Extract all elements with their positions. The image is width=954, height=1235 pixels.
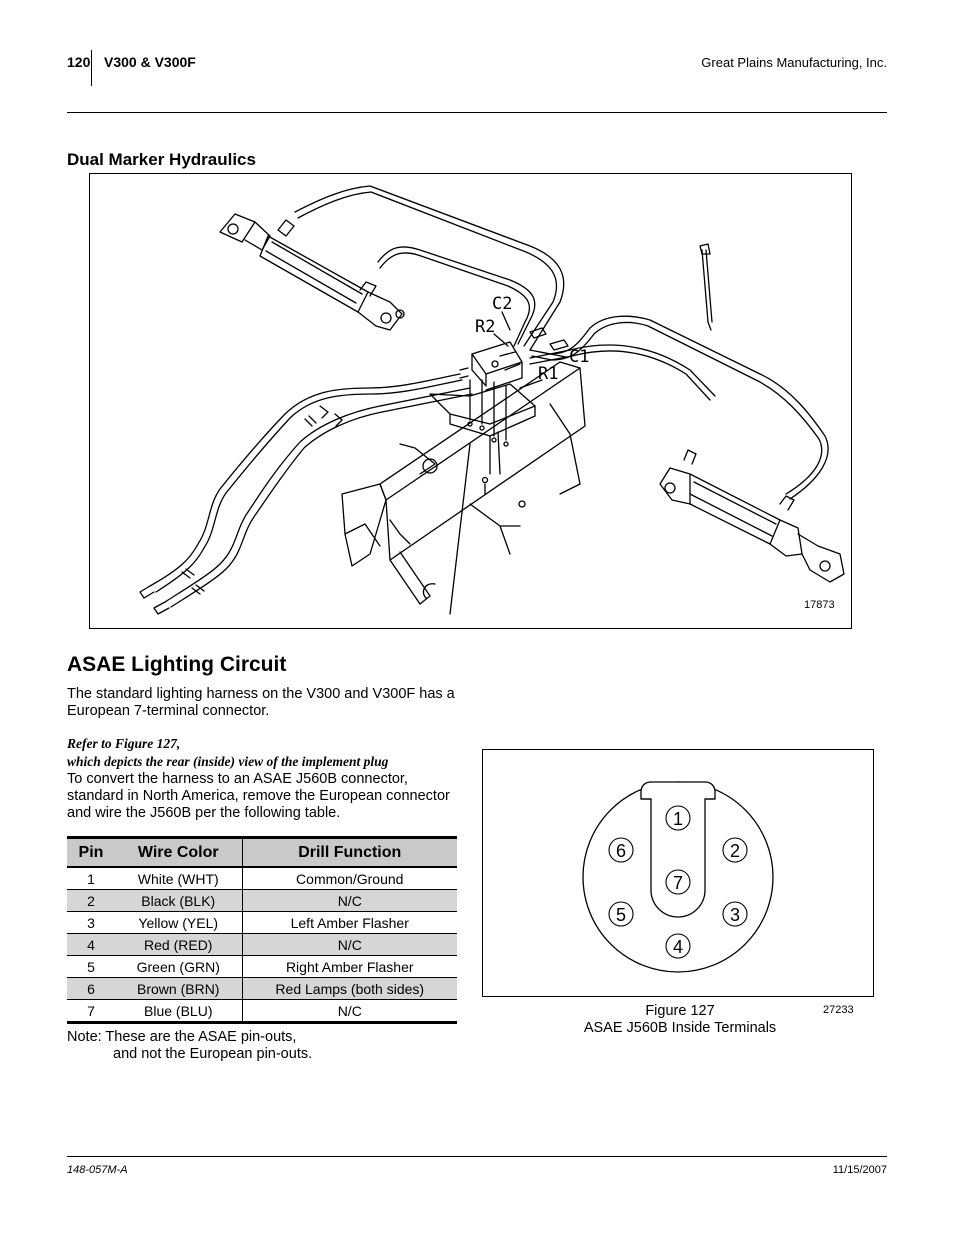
pin-2: 2: [722, 837, 748, 863]
pin-3: 3: [722, 901, 748, 927]
pin-1: 1: [665, 805, 691, 831]
wire-color-cell: Blue (BLU): [115, 999, 243, 1024]
intro-paragraph: The standard lighting harness on the V30…: [67, 686, 455, 719]
pinout-table: Pin Wire Color Drill Function 1 White (W…: [67, 836, 457, 1024]
figure-caption-number: Figure 127: [645, 1003, 715, 1019]
pin-cell: 1: [67, 867, 115, 890]
pin-4-label: 4: [673, 937, 683, 957]
connector-figure: 1 2 3 4 5 6 7: [482, 749, 874, 997]
function-cell: N/C: [242, 933, 457, 956]
pin-cell: 3: [67, 911, 115, 934]
pin-1-label: 1: [673, 809, 683, 829]
function-cell: N/C: [242, 889, 457, 912]
column-header: Pin: [67, 836, 115, 868]
pin-3-label: 3: [730, 905, 740, 925]
convert-paragraph: To convert the harness to an ASAE J560B …: [67, 771, 450, 821]
table-header-row: Pin Wire Color Drill Function: [67, 836, 457, 868]
wire-color-cell: White (WHT): [115, 867, 243, 890]
header-divider: [91, 50, 92, 86]
document-date: 11/15/2007: [832, 1164, 887, 1176]
refer-line-1: Refer to Figure 127,: [67, 736, 181, 751]
figure-caption: Figure 127 ASAE J560B Inside Terminals: [560, 1003, 800, 1037]
table-row: 1 White (WHT) Common/Ground: [67, 867, 457, 890]
figure-id-17873: 17873: [804, 599, 835, 611]
pin-2-label: 2: [730, 841, 740, 861]
column-header: Wire Color: [115, 836, 243, 868]
note-line-2: and not the European pin-outs.: [113, 1046, 313, 1062]
table-row: 2 Black (BLK) N/C: [67, 889, 457, 912]
table-row: 3 Yellow (YEL) Left Amber Flasher: [67, 911, 457, 934]
key-slot: [640, 781, 716, 918]
pin-cell: 6: [67, 977, 115, 1000]
valve-block: [459, 327, 569, 391]
refer-line-2: which depicts the rear (inside) view of …: [67, 754, 389, 769]
pin-7-label: 7: [673, 873, 683, 893]
note-line-1: Note: These are the ASAE pin-outs,: [67, 1029, 297, 1045]
wire-color-cell: Yellow (YEL): [115, 911, 243, 934]
function-cell: Common/Ground: [242, 867, 457, 890]
wire-color-cell: Black (BLK): [115, 889, 243, 912]
model-title: V300 & V300F: [104, 54, 196, 70]
label-leaders: [493, 311, 567, 389]
label-c1: C1: [569, 347, 589, 367]
table-row: 5 Green (GRN) Right Amber Flasher: [67, 955, 457, 978]
wire-color-cell: Brown (BRN): [115, 977, 243, 1000]
table-row: 7 Blue (BLU) N/C: [67, 999, 457, 1024]
right-cylinder: [659, 449, 845, 583]
label-c2: C2: [492, 294, 512, 314]
fasteners: [467, 379, 509, 495]
figure-id-27233: 27233: [823, 1004, 854, 1016]
pin-cell: 4: [67, 933, 115, 956]
frame-tube: [341, 361, 586, 615]
function-cell: Right Amber Flasher: [242, 955, 457, 978]
label-r1: R1: [538, 364, 558, 384]
hydraulics-figure: C2 R2 C1 R1: [89, 173, 852, 629]
function-cell: Left Amber Flasher: [242, 911, 457, 934]
left-cylinder: [219, 213, 405, 331]
wire-color-cell: Green (GRN): [115, 955, 243, 978]
j560b-connector-diagram: 1 2 3 4 5 6 7: [582, 781, 774, 973]
cable-tie: [699, 243, 713, 331]
function-cell: N/C: [242, 999, 457, 1024]
page-number: 120: [67, 54, 91, 70]
hydraulics-diagram: C2 R2 C1 R1: [139, 185, 845, 615]
pin-5: 5: [608, 901, 634, 927]
asae-heading: ASAE Lighting Circuit: [67, 653, 287, 676]
pinout-note: Note: These are the ASAE pin-outs, and n…: [67, 1029, 312, 1063]
hoses-upper: [294, 185, 829, 500]
document-number: 148-057M-A: [67, 1164, 128, 1176]
pin-7: 7: [665, 869, 691, 895]
pin-cell: 7: [67, 999, 115, 1024]
hoses-left: [139, 373, 473, 615]
dual-marker-heading: Dual Marker Hydraulics: [67, 150, 256, 169]
pin-cell: 2: [67, 889, 115, 912]
function-cell: Red Lamps (both sides): [242, 977, 457, 1000]
wire-color-cell: Red (RED): [115, 933, 243, 956]
table-row: 6 Brown (BRN) Red Lamps (both sides): [67, 977, 457, 1000]
figure-reference: Refer to Figure 127, which depicts the r…: [67, 735, 462, 771]
company-name: Great Plains Manufacturing, Inc.: [701, 55, 887, 70]
pin-cell: 5: [67, 955, 115, 978]
footer-rule: [67, 1156, 887, 1157]
pin-4: 4: [665, 933, 691, 959]
table-row: 4 Red (RED) N/C: [67, 933, 457, 956]
label-r2: R2: [475, 317, 495, 337]
column-header: Drill Function: [242, 836, 457, 868]
pin-6-label: 6: [616, 841, 626, 861]
figure-caption-title: ASAE J560B Inside Terminals: [583, 1020, 777, 1036]
pin-5-label: 5: [616, 905, 626, 925]
header-rule: [67, 112, 887, 113]
pin-6: 6: [608, 837, 634, 863]
